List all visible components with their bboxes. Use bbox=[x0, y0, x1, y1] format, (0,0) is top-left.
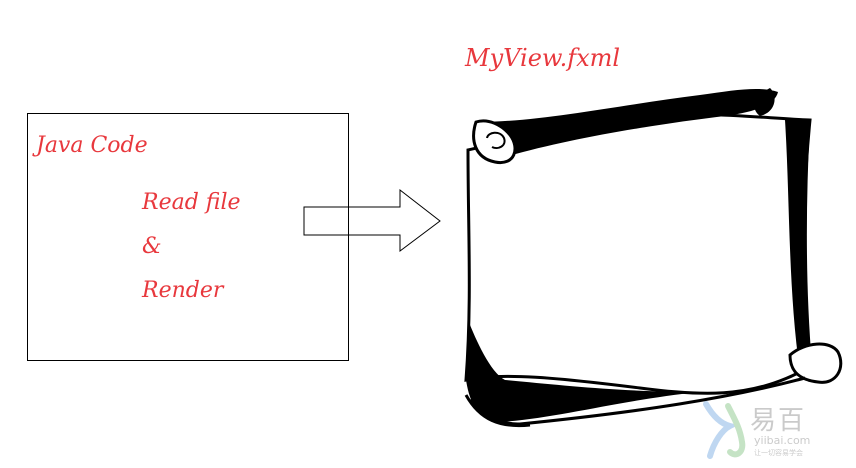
watermark: 易百 yiibai.com 让一切容易学会 bbox=[700, 398, 840, 460]
java-code-box bbox=[27, 113, 349, 361]
flow-arrow bbox=[303, 188, 441, 252]
scroll-icon bbox=[464, 88, 843, 428]
java-code-label: Java Code bbox=[36, 133, 148, 158]
watermark-slogan: 让一切容易学会 bbox=[754, 449, 803, 457]
fxml-file-label: MyView.fxml bbox=[465, 44, 621, 72]
ampersand-label: & bbox=[142, 234, 162, 259]
watermark-url: yiibai.com bbox=[754, 434, 811, 447]
render-label: Render bbox=[142, 278, 224, 303]
read-file-label: Read file bbox=[142, 190, 241, 215]
watermark-logo-icon bbox=[703, 401, 746, 459]
watermark-name: 易百 bbox=[750, 406, 807, 436]
